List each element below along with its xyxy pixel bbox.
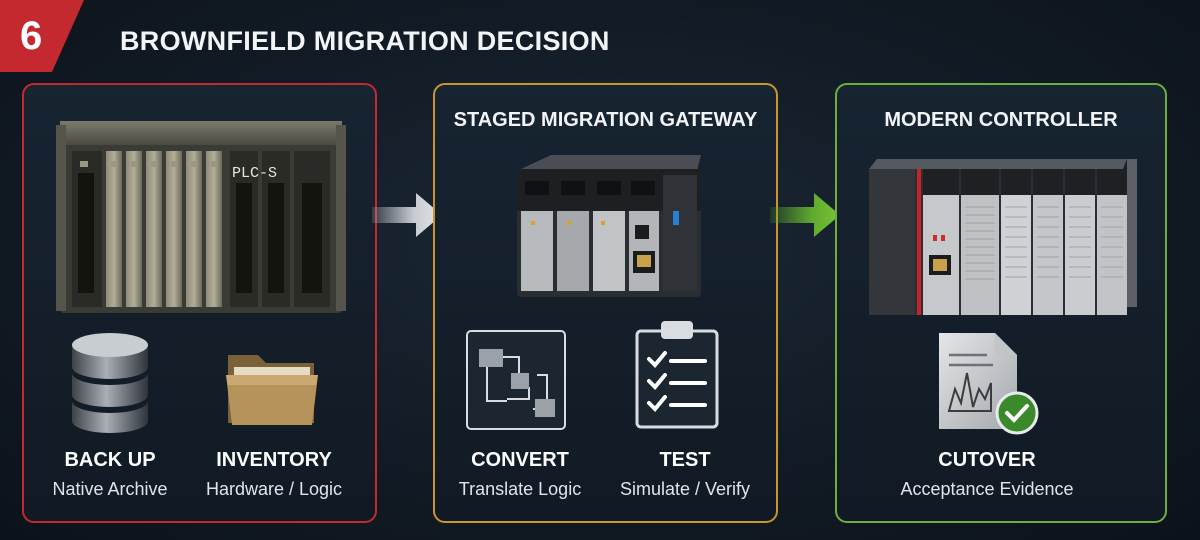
- legacy-plc-rack-icon: PLC-S: [56, 121, 346, 313]
- cutover-label: CUTOVER: [938, 449, 1036, 471]
- modern-title: MODERN CONTROLLER: [884, 109, 1118, 131]
- gateway-title: STAGED MIGRATION GATEWAY: [453, 109, 758, 131]
- modern-panel: MODERN CONTROLLER: [835, 83, 1167, 523]
- database-icon: [72, 333, 148, 433]
- backup-label: BACK UP: [64, 449, 156, 471]
- gateway-panel: STAGED MIGRATION GATEWAY: [433, 83, 778, 523]
- flowchart-icon: [466, 330, 566, 430]
- test-label: TEST: [659, 449, 711, 471]
- convert-sub: Translate Logic: [458, 479, 582, 499]
- cutover-sub: Acceptance Evidence: [900, 479, 1074, 499]
- checklist-icon: [635, 321, 719, 429]
- convert-label: CONVERT: [471, 449, 569, 471]
- test-sub: Simulate / Verify: [619, 479, 751, 499]
- inventory-sub: Hardware / Logic: [205, 479, 343, 499]
- arrow-right-icon: [372, 193, 442, 237]
- inventory-label: INVENTORY: [216, 449, 332, 471]
- folder-icon: [226, 355, 318, 425]
- backup-sub: Native Archive: [52, 479, 168, 499]
- step-number: 6: [20, 14, 43, 58]
- step-badge: [0, 0, 84, 72]
- gateway-device-icon: [517, 155, 701, 297]
- legacy-panel: PLC-S BACK UP Native Archive INVENTORY H…: [22, 83, 377, 523]
- arrow-right-icon: [770, 193, 840, 237]
- page-title: BROWNFIELD MIGRATION DECISION: [120, 26, 610, 56]
- document-check-icon: [939, 333, 1039, 435]
- rack-label: PLC-S: [232, 165, 277, 182]
- modern-controller-icon: [869, 159, 1137, 315]
